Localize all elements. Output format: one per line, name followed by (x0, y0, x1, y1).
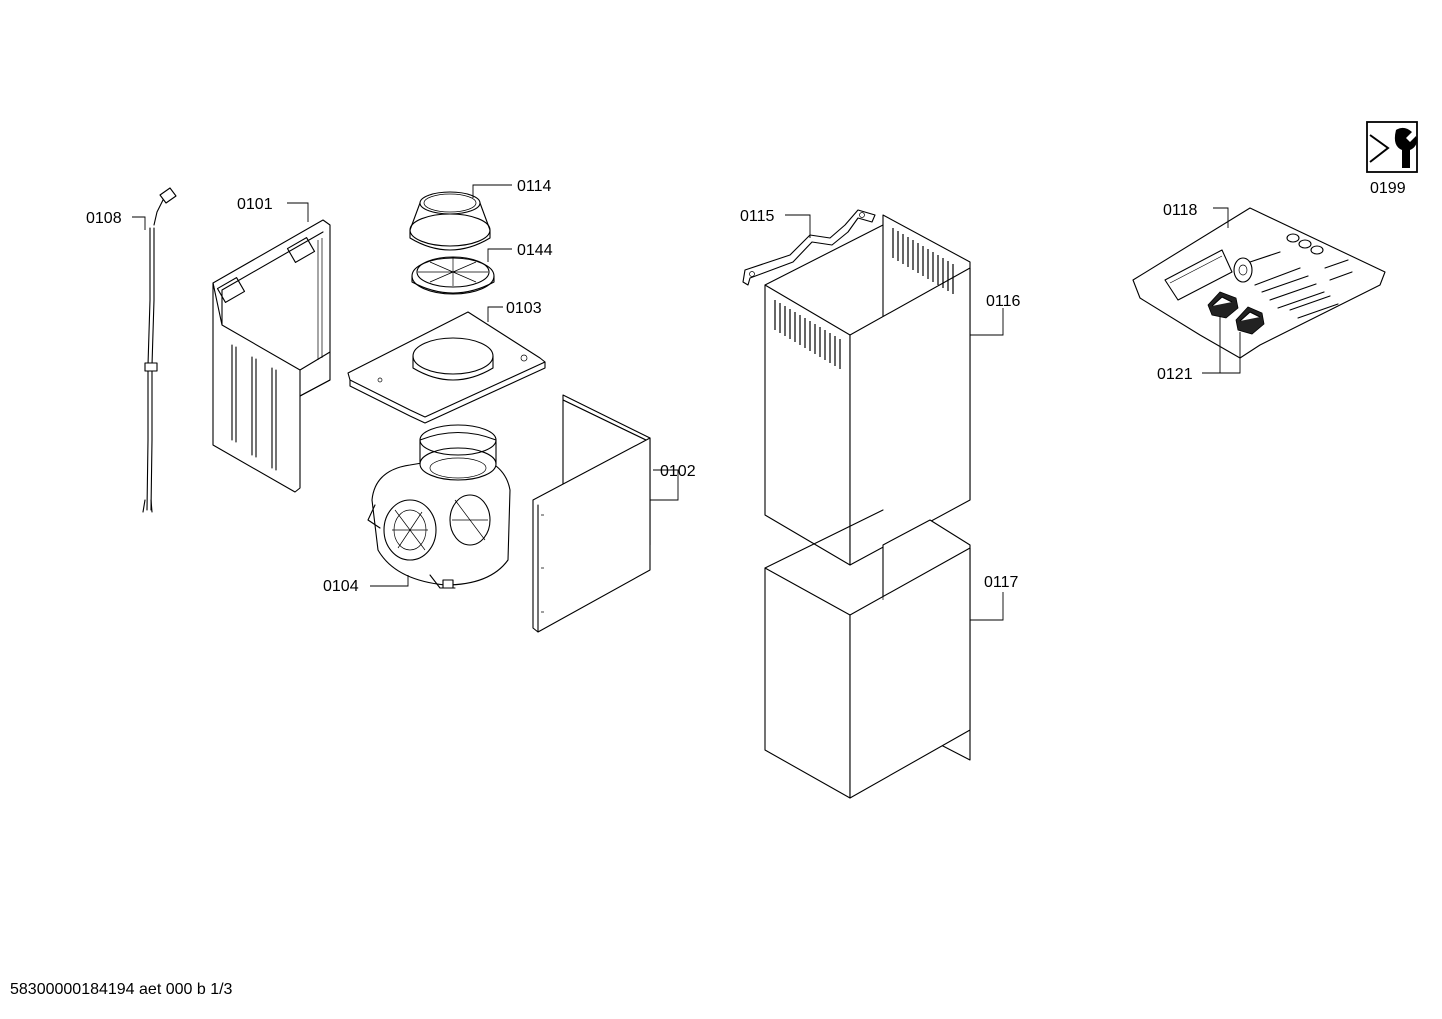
vent-slots-front (774, 300, 841, 369)
wrench-service-icon (1366, 121, 1418, 173)
label-0104: 0104 (323, 578, 359, 595)
accessory-bag-part[interactable] (1132, 207, 1386, 359)
label-0121: 0121 (1157, 366, 1193, 383)
label-0115: 0115 (740, 208, 775, 225)
cover-plate-part[interactable] (347, 311, 546, 424)
label-0103: 0103 (506, 300, 542, 317)
label-0144: 0144 (517, 242, 553, 259)
leader-lines (132, 184, 1241, 621)
side-panel-part[interactable] (532, 394, 651, 633)
duct-collar-part[interactable] (409, 191, 491, 251)
label-0101: 0101 (237, 196, 273, 213)
label-0116: 0116 (986, 293, 1021, 310)
vent-slots-back (892, 228, 954, 294)
label-0117: 0117 (984, 574, 1019, 591)
label-0114: 0114 (517, 178, 552, 195)
blower-motor-part[interactable] (367, 424, 511, 589)
mounting-bracket-part[interactable] (742, 209, 876, 286)
lower-chimney-part[interactable] (764, 509, 971, 799)
label-0102: 0102 (660, 463, 696, 480)
part-labels: 0108 0101 0114 0144 0103 0102 0104 0115 … (86, 178, 1406, 595)
check-valve-part[interactable] (411, 256, 495, 295)
upper-chimney-part[interactable] (764, 214, 971, 566)
knob-parts[interactable] (1207, 291, 1265, 335)
power-cord-part[interactable] (142, 187, 177, 513)
label-0118: 0118 (1163, 202, 1198, 219)
label-0108: 0108 (86, 210, 122, 227)
rear-frame-part[interactable] (212, 219, 331, 493)
document-code: 58300000184194 aet 000 b 1/3 (10, 981, 233, 998)
label-0199: 0199 (1370, 180, 1406, 197)
